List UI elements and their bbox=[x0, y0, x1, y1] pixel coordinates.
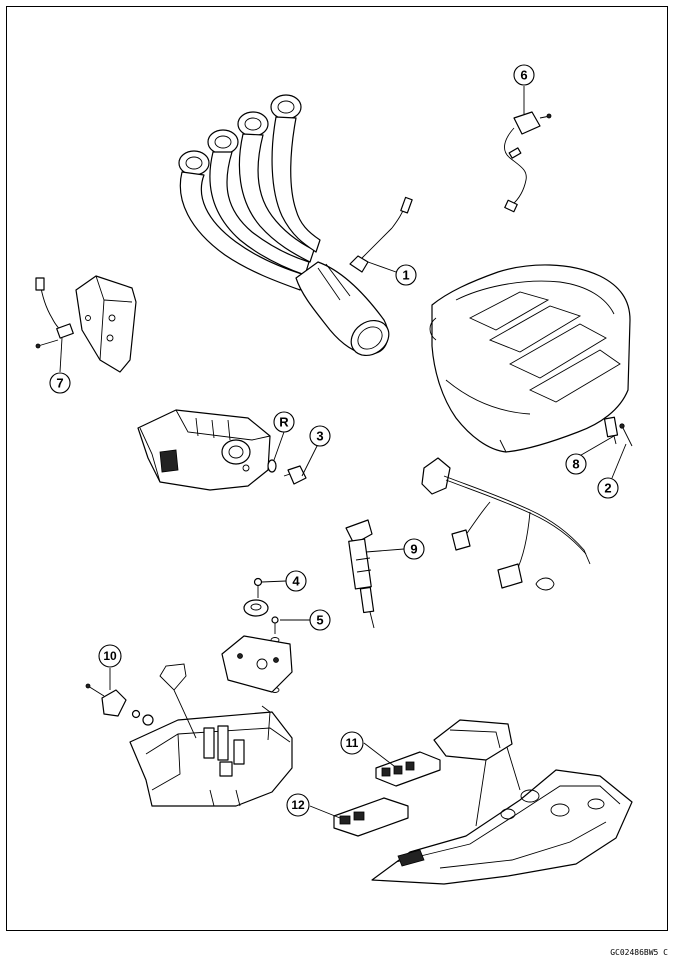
callout-r: R bbox=[273, 411, 295, 433]
callout-8: 8 bbox=[565, 453, 587, 475]
figure-code: GC02486BW5 C bbox=[610, 948, 668, 957]
callout-9: 9 bbox=[403, 538, 425, 560]
callout-7-label: 7 bbox=[56, 376, 63, 391]
ignition-coil-9 bbox=[345, 519, 375, 629]
callout-6: 6 bbox=[513, 64, 535, 86]
callout-2-label: 2 bbox=[604, 481, 611, 496]
callout-12-label: 12 bbox=[291, 798, 305, 812]
callout-1: 1 bbox=[395, 264, 417, 286]
callout-5-label: 5 bbox=[316, 613, 323, 628]
sensor-6 bbox=[504, 111, 552, 213]
callout-6-label: 6 bbox=[520, 68, 527, 83]
air-box bbox=[429, 264, 633, 453]
callout-12: 12 bbox=[286, 793, 310, 817]
engine-head-sensor-3 bbox=[137, 409, 307, 491]
callout-r-label: R bbox=[279, 415, 289, 430]
diagram-frame bbox=[6, 6, 668, 931]
battery-tray-sensor-10 bbox=[85, 663, 293, 807]
callout-1-label: 1 bbox=[402, 268, 409, 283]
callout-5: 5 bbox=[309, 609, 331, 631]
rear-subframe bbox=[333, 719, 633, 885]
wiring-harness bbox=[421, 457, 591, 591]
callout-11: 11 bbox=[340, 731, 364, 755]
callout-3: 3 bbox=[309, 425, 331, 447]
callout-8-label: 8 bbox=[572, 457, 579, 472]
callout-10: 10 bbox=[98, 644, 122, 668]
exhaust-header bbox=[178, 94, 413, 357]
callout-11-label: 11 bbox=[346, 736, 359, 750]
callout-4-label: 4 bbox=[292, 574, 300, 589]
callout-3-label: 3 bbox=[316, 429, 323, 444]
callout-2: 2 bbox=[597, 477, 619, 499]
callout-9-label: 9 bbox=[410, 542, 417, 557]
callout-10-label: 10 bbox=[103, 649, 117, 663]
bolt-and-bracket bbox=[221, 577, 293, 693]
callout-4: 4 bbox=[285, 570, 307, 592]
leader-lines bbox=[59, 86, 627, 819]
callout-7: 7 bbox=[49, 372, 71, 394]
bracket-sensor-7 bbox=[35, 275, 137, 373]
